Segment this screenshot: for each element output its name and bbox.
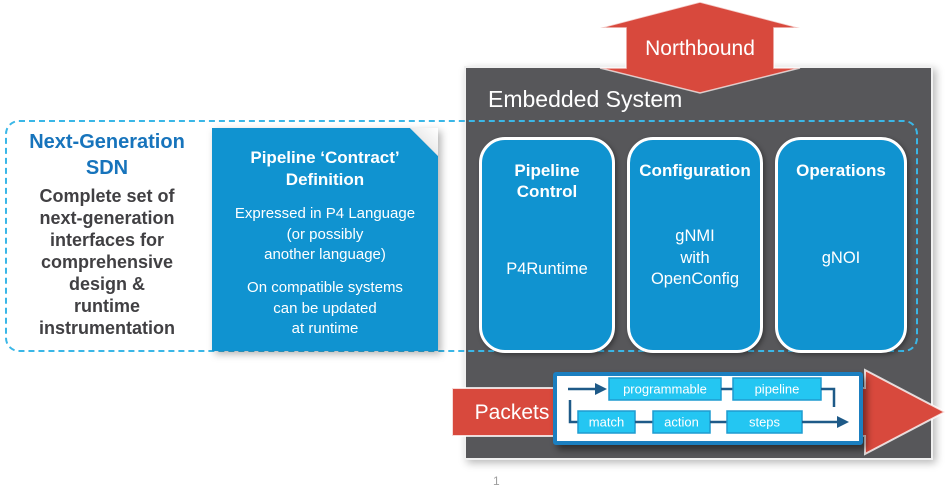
title-line: Configuration bbox=[639, 161, 751, 180]
description-line: comprehensive bbox=[40, 252, 174, 273]
next-gen-sdn-description: Complete set of next-generation interfac… bbox=[12, 185, 202, 339]
description-line: Complete set of bbox=[39, 186, 175, 207]
title-line: Control bbox=[516, 182, 578, 202]
para-line: (or possibly bbox=[286, 225, 364, 243]
flow-enter-arrowhead-icon bbox=[595, 383, 607, 395]
title-line: Pipeline bbox=[514, 161, 580, 180]
description-line: runtime bbox=[73, 296, 140, 317]
title-line: Pipeline ‘Contract’ bbox=[250, 148, 400, 167]
pipeline-contract-title: Pipeline ‘Contract’ Definition bbox=[212, 147, 438, 191]
northbound-label: Northbound bbox=[645, 37, 755, 60]
body-line: gNOI bbox=[821, 248, 861, 267]
body-line: gNMI bbox=[675, 227, 715, 246]
para-line: On compatible systems bbox=[247, 279, 403, 297]
action-label: action bbox=[664, 415, 699, 430]
northbound-arrow-icon: Northbound bbox=[599, 2, 801, 94]
operations-title: Operations bbox=[796, 160, 886, 181]
pipeline-contract-body: Pipeline ‘Contract’ Definition Expressed… bbox=[212, 128, 438, 351]
title-line: Operations bbox=[796, 161, 886, 180]
para-line: at runtime bbox=[291, 320, 359, 338]
pipeline-label: pipeline bbox=[755, 382, 800, 397]
operations-body: gNOI bbox=[822, 181, 861, 350]
pipeline-contract-box: Pipeline ‘Contract’ Definition Expressed… bbox=[212, 128, 438, 351]
pipeline-flow-diagram: programmable pipeline match action steps bbox=[568, 377, 849, 434]
configuration-card: Configuration gNMI with OpenConfig bbox=[627, 137, 763, 353]
next-gen-sdn-panel: Next-Generation SDN Complete set of next… bbox=[12, 130, 202, 339]
match-label: match bbox=[589, 415, 624, 430]
description-line: design & bbox=[68, 274, 145, 295]
description-line: instrumentation bbox=[38, 318, 175, 339]
para-line: Expressed in P4 Language bbox=[234, 205, 416, 223]
next-gen-sdn-title: Next-Generation SDN bbox=[12, 130, 202, 181]
body-line: OpenConfig bbox=[650, 270, 740, 289]
pipeline-control-title: Pipeline Control bbox=[514, 160, 579, 203]
pipeline-flow-box: programmable pipeline match action steps bbox=[553, 372, 863, 445]
flow-wrap-hook-right bbox=[821, 387, 836, 407]
page-number: 1 bbox=[493, 474, 500, 488]
pipeline-contract-para1: Expressed in P4 Language (or possibly an… bbox=[212, 204, 438, 265]
description-line: next-generation bbox=[39, 208, 175, 229]
pipeline-control-card: Pipeline Control P4Runtime bbox=[479, 137, 615, 353]
description-line: interfaces for bbox=[49, 230, 165, 251]
configuration-body: gNMI with OpenConfig bbox=[651, 181, 739, 350]
pipeline-contract-para2: On compatible systems can be updated at … bbox=[212, 278, 438, 339]
para-line: can be updated bbox=[273, 299, 377, 317]
body-line: with bbox=[680, 248, 710, 267]
pipeline-control-body: P4Runtime bbox=[506, 203, 588, 351]
title-line: Definition bbox=[285, 170, 365, 190]
operations-card: Operations gNOI bbox=[775, 137, 907, 353]
packets-label: Packets bbox=[475, 401, 550, 424]
flow-wrap-hook-left bbox=[568, 400, 578, 424]
embedded-system-title: Embedded System bbox=[488, 86, 683, 112]
para-line: another language) bbox=[264, 245, 386, 263]
programmable-label: programmable bbox=[623, 382, 707, 397]
flow-exit-arrowhead-icon bbox=[837, 416, 849, 428]
body-line: P4Runtime bbox=[506, 259, 588, 278]
title-line: Next-Generation bbox=[29, 131, 185, 153]
title-line: SDN bbox=[85, 156, 129, 179]
northbound-arrow-shape bbox=[599, 2, 801, 94]
steps-label: steps bbox=[749, 415, 781, 430]
configuration-title: Configuration bbox=[639, 160, 750, 181]
